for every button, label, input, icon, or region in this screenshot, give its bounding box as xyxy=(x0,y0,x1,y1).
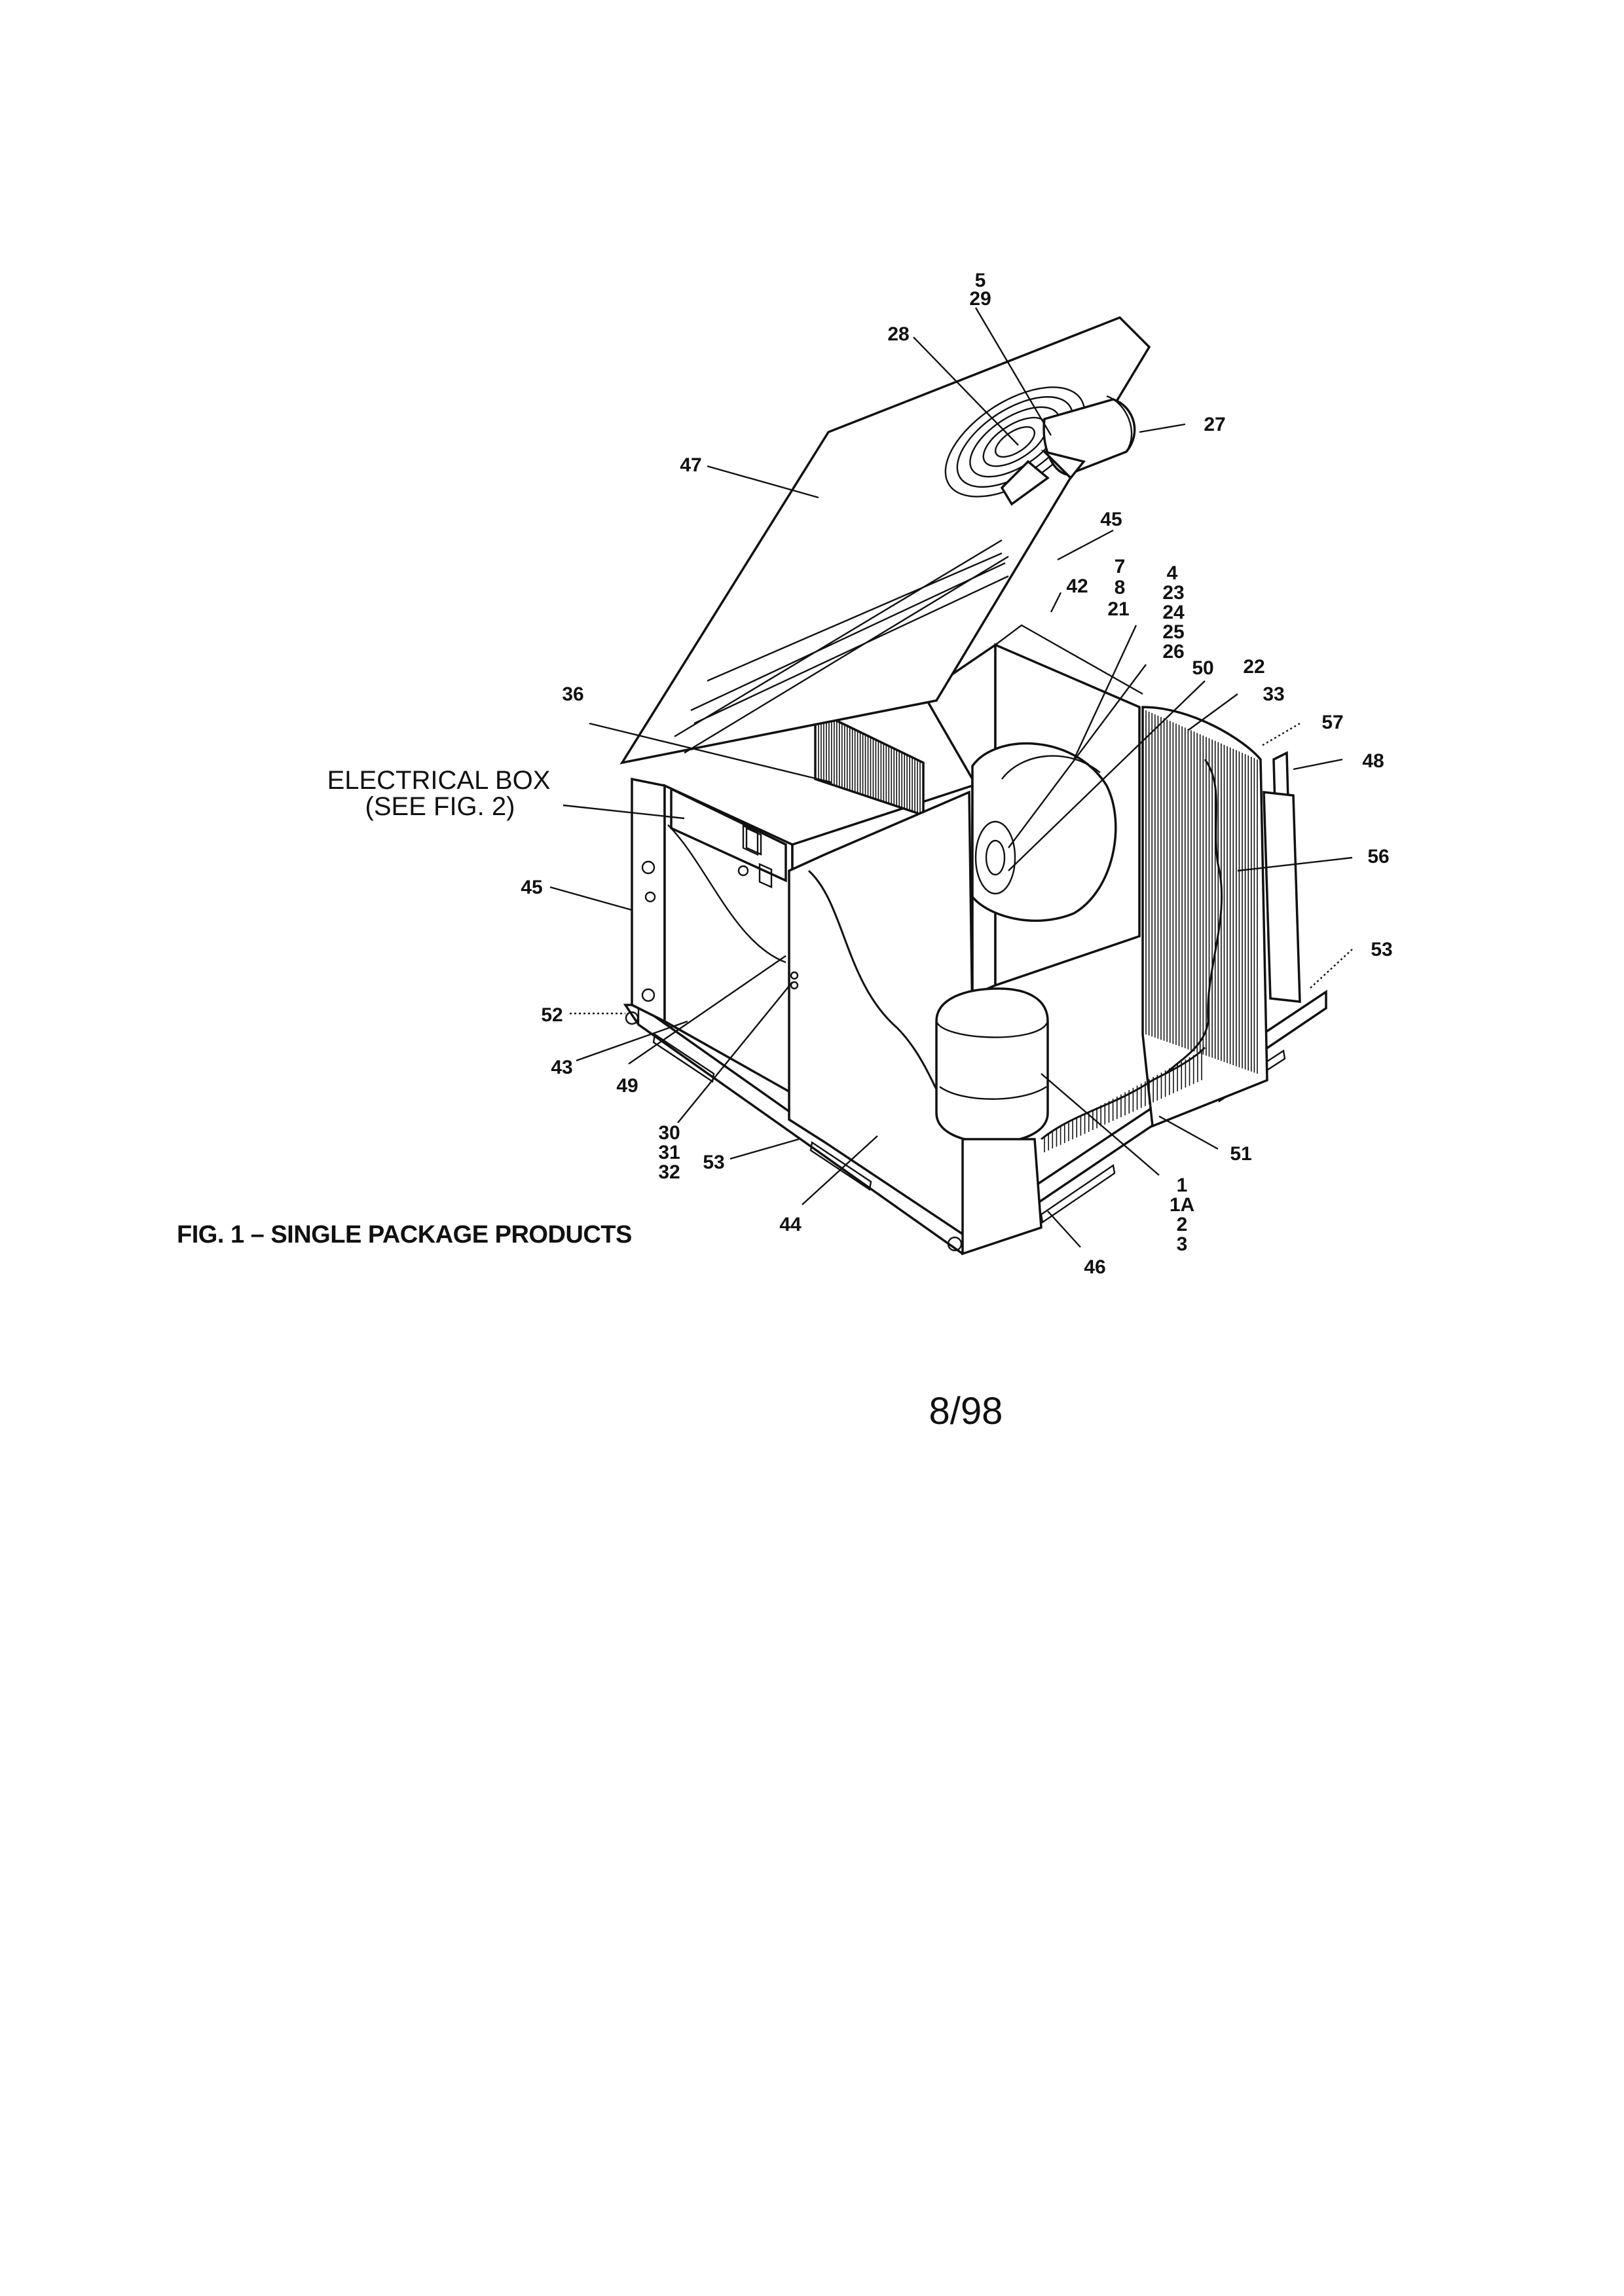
indoor-coil xyxy=(814,708,925,817)
callout-3: 3 xyxy=(1177,1233,1188,1255)
callout-29: 29 xyxy=(969,288,991,310)
callout-1: 1 xyxy=(1177,1175,1188,1196)
callout-52: 52 xyxy=(541,1004,563,1026)
callout-24: 24 xyxy=(1162,602,1185,623)
outdoor-coil xyxy=(1141,706,1268,1128)
callout-23: 23 xyxy=(1162,582,1184,604)
callout-42: 42 xyxy=(1066,575,1088,597)
callout-21: 21 xyxy=(1107,598,1129,620)
callout-5: 5 xyxy=(975,270,986,291)
electrical-box xyxy=(670,787,787,883)
callout-8: 8 xyxy=(1115,577,1126,598)
page-label: 8/98 xyxy=(929,1390,1003,1432)
callout-46: 46 xyxy=(1084,1256,1105,1278)
callout-31: 31 xyxy=(658,1142,680,1163)
callout-57: 57 xyxy=(1321,712,1343,733)
callout-53-front: 53 xyxy=(703,1152,724,1173)
callout-44: 44 xyxy=(779,1214,802,1235)
callout-51: 51 xyxy=(1230,1143,1251,1165)
callout-43: 43 xyxy=(551,1057,572,1078)
callout-48: 48 xyxy=(1362,750,1384,772)
figure-caption: FIG. 1 – SINGLE PACKAGE PRODUCTS xyxy=(177,1221,632,1248)
callout-36: 36 xyxy=(562,683,583,705)
blower-assembly xyxy=(971,742,1117,922)
top-cover xyxy=(619,316,1151,765)
compressor xyxy=(935,987,1049,1144)
callout-1a: 1A xyxy=(1170,1194,1194,1216)
callout-26: 26 xyxy=(1162,641,1184,663)
callout-4: 4 xyxy=(1167,562,1178,584)
callout-25: 25 xyxy=(1162,621,1184,643)
base-pan xyxy=(623,989,1327,1256)
callout-45-top: 45 xyxy=(1100,509,1122,530)
callout-7: 7 xyxy=(1115,556,1126,577)
electrical-box-label: ELECTRICAL BOX xyxy=(327,766,551,795)
callout-50: 50 xyxy=(1192,657,1213,679)
callout-47: 47 xyxy=(680,454,701,476)
electrical-box-reference: (SEE FIG. 2) xyxy=(365,792,515,821)
callout-labels: 5 29 28 27 47 45 42 7 8 21 4 23 24 25 26… xyxy=(521,270,1392,1278)
leader-lines xyxy=(549,307,1353,1248)
callout-49: 49 xyxy=(616,1075,638,1097)
callout-56: 56 xyxy=(1367,846,1389,867)
callout-32: 32 xyxy=(658,1161,680,1183)
callout-2: 2 xyxy=(1177,1214,1188,1235)
callout-22: 22 xyxy=(1243,656,1264,678)
callout-45-left: 45 xyxy=(521,877,542,898)
fan-blade xyxy=(1000,460,1050,506)
callout-30: 30 xyxy=(658,1122,680,1144)
callout-53-right: 53 xyxy=(1371,939,1392,960)
unit-illustration xyxy=(619,316,1327,1256)
callout-27: 27 xyxy=(1204,414,1225,435)
lower-access-panel xyxy=(961,1138,1043,1256)
callout-33: 33 xyxy=(1263,683,1284,705)
callout-28: 28 xyxy=(887,323,909,345)
